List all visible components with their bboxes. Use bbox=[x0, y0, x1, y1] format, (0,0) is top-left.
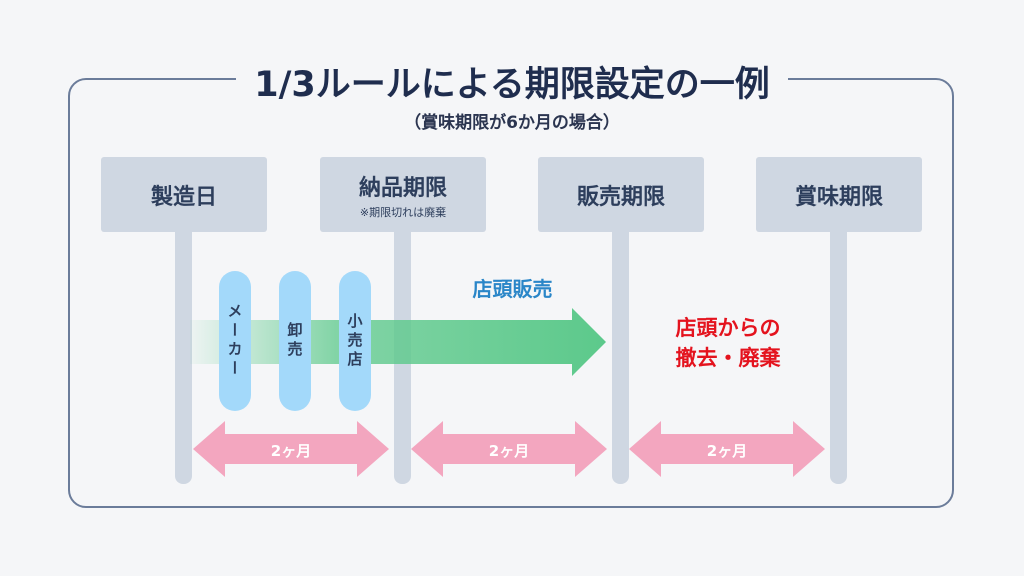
sign-label: 賞味期限 bbox=[794, 184, 883, 210]
pill-retailer: 小売店 bbox=[339, 271, 371, 411]
subtitle: （賞味期限が6か月の場合） bbox=[404, 113, 620, 133]
sign-label: 販売期限 bbox=[576, 184, 665, 210]
sign-note: ※期限切れは廃棄 bbox=[359, 205, 447, 219]
flow-label: 店頭販売 bbox=[472, 277, 553, 301]
sign-delivery-deadline: 納品期限 ※期限切れは廃棄 bbox=[320, 157, 486, 232]
pill-label: 小売店 bbox=[345, 312, 364, 370]
sign-best-before: 賞味期限 bbox=[756, 157, 922, 232]
flow-arrow bbox=[190, 308, 606, 376]
pole-manufacture bbox=[175, 228, 192, 484]
duration-label-1: 2ヶ月 bbox=[270, 442, 312, 460]
duration-arrow-3 bbox=[629, 421, 825, 477]
pole-bestbefore bbox=[830, 228, 847, 484]
duration-arrow-2 bbox=[411, 421, 607, 477]
title-wrapper: 1/3ルールによる期限設定の一例 bbox=[0, 56, 1024, 107]
removal-label-line1: 店頭からの bbox=[675, 316, 781, 340]
pill-wholesaler: 卸売 bbox=[279, 271, 311, 411]
page-title: 1/3ルールによる期限設定の一例 bbox=[236, 56, 788, 107]
removal-label: 店頭からの 撤去・廃棄 bbox=[628, 313, 828, 373]
duration-arrow-1 bbox=[193, 421, 389, 477]
sign-label: 製造日 bbox=[150, 184, 217, 210]
sign-label: 納品期限 bbox=[358, 175, 447, 201]
pole-sale bbox=[612, 228, 629, 484]
removal-label-line2: 撤去・廃棄 bbox=[675, 346, 781, 370]
duration-label-2: 2ヶ月 bbox=[488, 442, 530, 460]
duration-label-3: 2ヶ月 bbox=[706, 442, 748, 460]
pill-label: 卸売 bbox=[285, 322, 304, 360]
pill-manufacturer: メーカー bbox=[219, 271, 251, 411]
pill-label: メーカー bbox=[225, 303, 244, 379]
sign-manufacture-date: 製造日 bbox=[101, 157, 267, 232]
sign-sale-deadline: 販売期限 bbox=[538, 157, 704, 232]
